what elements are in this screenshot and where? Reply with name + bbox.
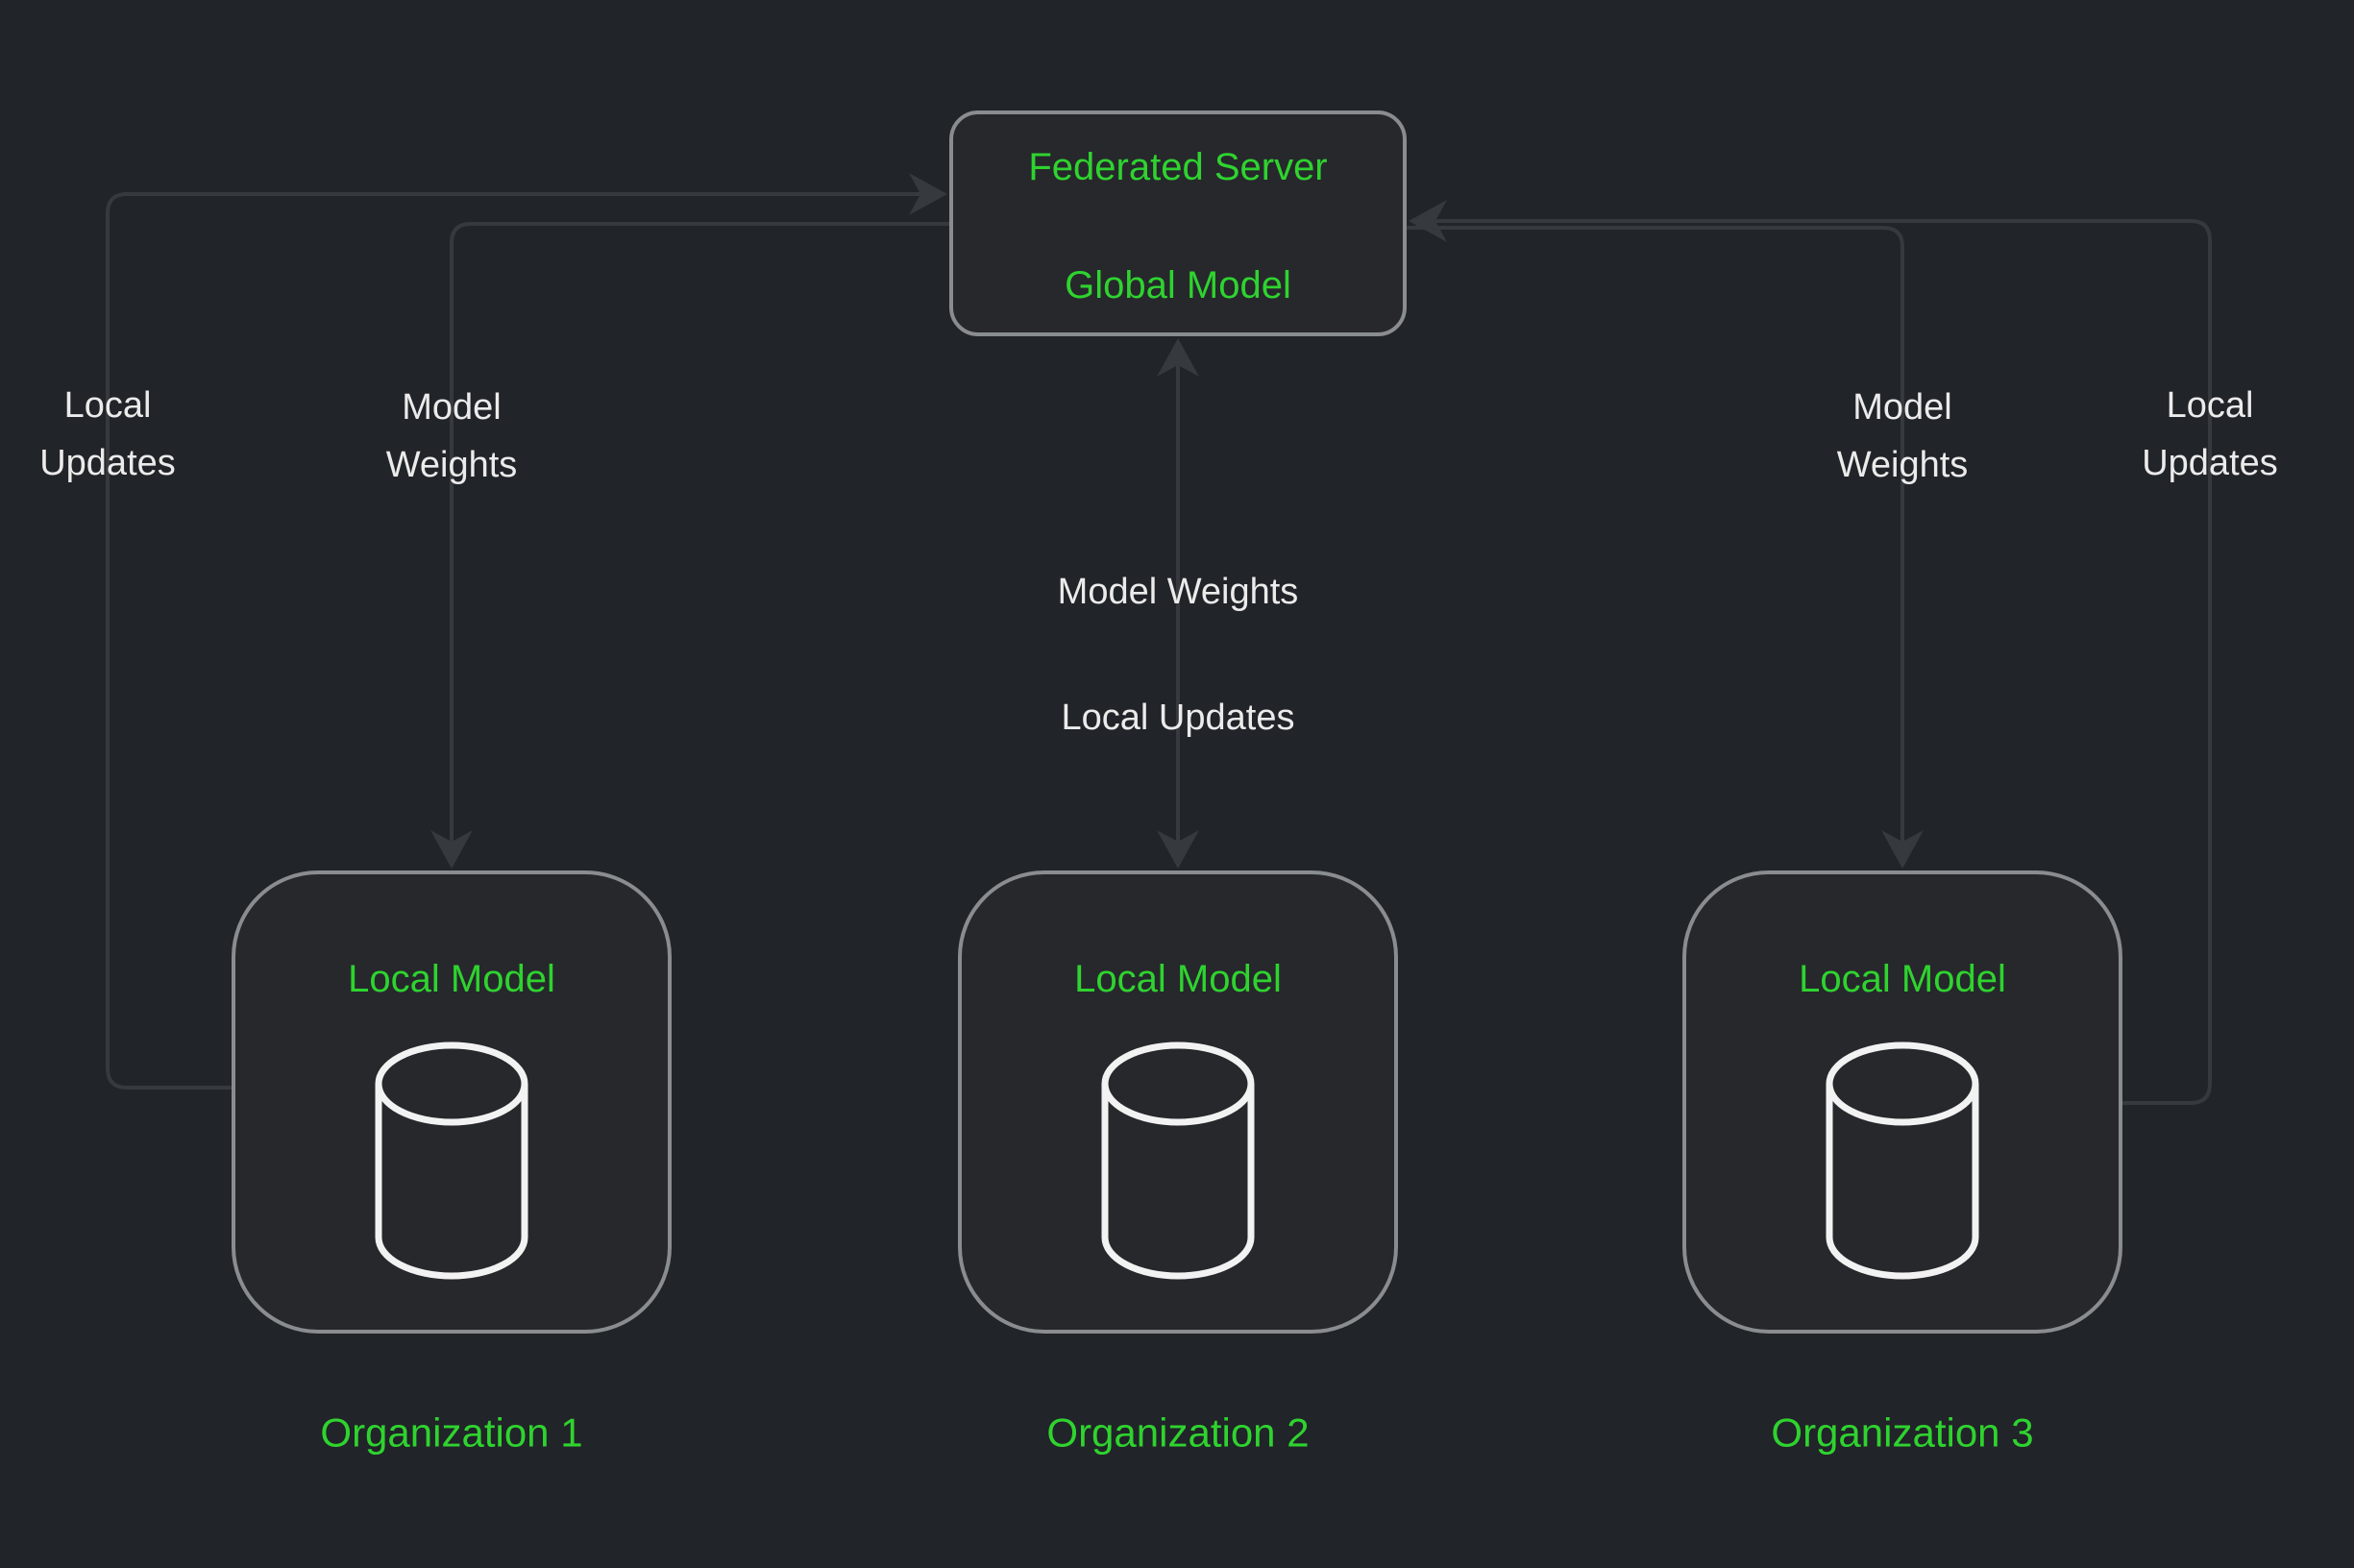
global-model-label: Global Model	[1065, 264, 1291, 306]
org2-node: Local Model Organization 2	[958, 870, 1398, 1456]
edge-local-updates-org1-to-server	[106, 192, 920, 1090]
org3-caption: Organization 3	[1771, 1410, 2033, 1456]
edge-label-model-weights-right-line2: Weights	[1837, 445, 1969, 485]
edge-label-local-updates-right-line2: Updates	[2142, 443, 2278, 483]
org1-box	[232, 870, 672, 1334]
org3-box	[1682, 870, 2122, 1334]
edge-label-local-updates-right-line1: Local	[2167, 385, 2254, 426]
edge-model-weights-server-to-org3	[1405, 226, 1904, 842]
org1-local-model-label: Local Model	[348, 958, 555, 1000]
database-icon	[375, 1041, 528, 1280]
org1-node: Local Model Organization 1	[232, 870, 672, 1456]
org2-caption: Organization 2	[1046, 1410, 1309, 1456]
edge-label-model-weights-left-line2: Weights	[386, 445, 518, 485]
edge-label-local-updates-center: Local Updates	[1062, 698, 1295, 738]
org2-box	[958, 870, 1398, 1334]
edge-label-model-weights-center: Model Weights	[1058, 572, 1299, 612]
edges: Local Updates Model Weights Model Weight…	[39, 173, 2278, 1105]
federated-server-box	[949, 110, 1407, 336]
org2-local-model-label: Local Model	[1074, 958, 1282, 1000]
database-icon	[1101, 1041, 1255, 1280]
edge-model-weights-server-to-org1	[450, 222, 951, 842]
database-icon	[1826, 1041, 1979, 1280]
federated-server-title: Federated Server	[1028, 146, 1327, 188]
edge-label-local-updates-left-line1: Local	[64, 385, 152, 426]
org3-local-model-label: Local Model	[1799, 958, 2006, 1000]
edge-label-model-weights-left-line1: Model	[402, 387, 502, 428]
edge-label-model-weights-right-line1: Model	[1852, 387, 1952, 428]
org3-node: Local Model Organization 3	[1682, 870, 2122, 1456]
edge-label-local-updates-left-line2: Updates	[39, 443, 176, 483]
org1-caption: Organization 1	[320, 1410, 582, 1456]
federated-server-node: Federated Server Global Model	[949, 110, 1407, 336]
edge-local-updates-org3-to-server	[1435, 219, 2212, 1105]
